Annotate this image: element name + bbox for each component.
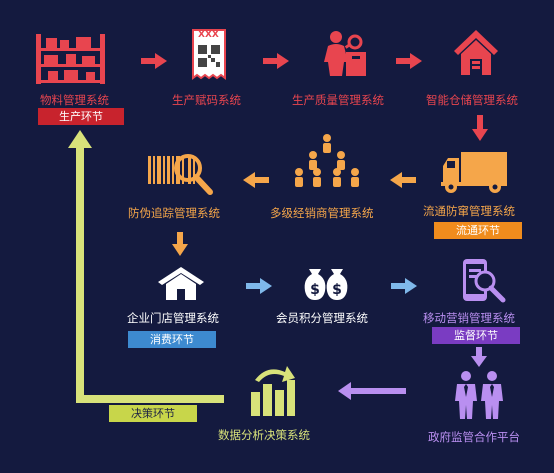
arrow-down-icon — [472, 115, 488, 141]
node-member: 会员积分管理系统 — [276, 311, 368, 325]
barcode-scan-icon — [148, 154, 213, 195]
distributor-network-icon — [295, 134, 359, 187]
arrow-right-icon — [246, 278, 272, 294]
mobile-search-icon — [463, 259, 506, 303]
money-bag-icon: $ $ — [304, 269, 348, 300]
node-antifake: 防伪追踪管理系统 — [128, 206, 220, 220]
quality-inspector-icon — [324, 31, 366, 76]
node-material: 物料管理系统 — [40, 93, 109, 107]
arrow-right-icon — [391, 278, 417, 294]
arrow-left-icon — [243, 172, 269, 188]
badge-consumption: 消费环节 — [128, 331, 216, 348]
arrow-down-icon — [471, 347, 487, 367]
shelves-icon — [36, 34, 105, 84]
warehouse-icon — [454, 30, 498, 75]
node-gov: 政府监管合作平台 — [428, 430, 520, 444]
arrow-right-icon — [263, 53, 289, 69]
badge-decision: 决策环节 — [109, 405, 197, 422]
svg-text:$: $ — [332, 282, 342, 298]
svg-text:$: $ — [310, 282, 320, 298]
arrow-down-icon — [172, 232, 188, 256]
badge-supervision: 监督环节 — [432, 327, 520, 344]
qr-code-icon — [192, 29, 226, 80]
node-distributor: 多级经销商管理系统 — [270, 206, 374, 220]
arrow-right-icon — [141, 53, 167, 69]
node-analytics: 数据分析决策系统 — [218, 428, 310, 442]
arrow-left-icon — [338, 382, 406, 400]
node-coding: 生产赋码系统 — [172, 93, 241, 107]
qr-label: XXX — [198, 30, 219, 40]
node-warehouse: 智能仓储管理系统 — [426, 93, 518, 107]
store-icon — [158, 267, 204, 300]
node-store: 企业门店管理系统 — [127, 311, 219, 325]
bar-chart-icon — [251, 366, 295, 416]
node-quality: 生产质量管理系统 — [292, 93, 384, 107]
node-logistics: 流通防窜管理系统 — [423, 204, 515, 218]
node-mobile: 移动营销管理系统 — [423, 311, 515, 325]
arrow-left-icon — [390, 172, 416, 188]
badge-circulation: 流通环节 — [434, 222, 522, 239]
badge-production: 生产环节 — [38, 108, 124, 125]
officials-icon — [455, 371, 503, 419]
arrow-right-icon — [396, 53, 422, 69]
truck-icon — [441, 152, 507, 193]
